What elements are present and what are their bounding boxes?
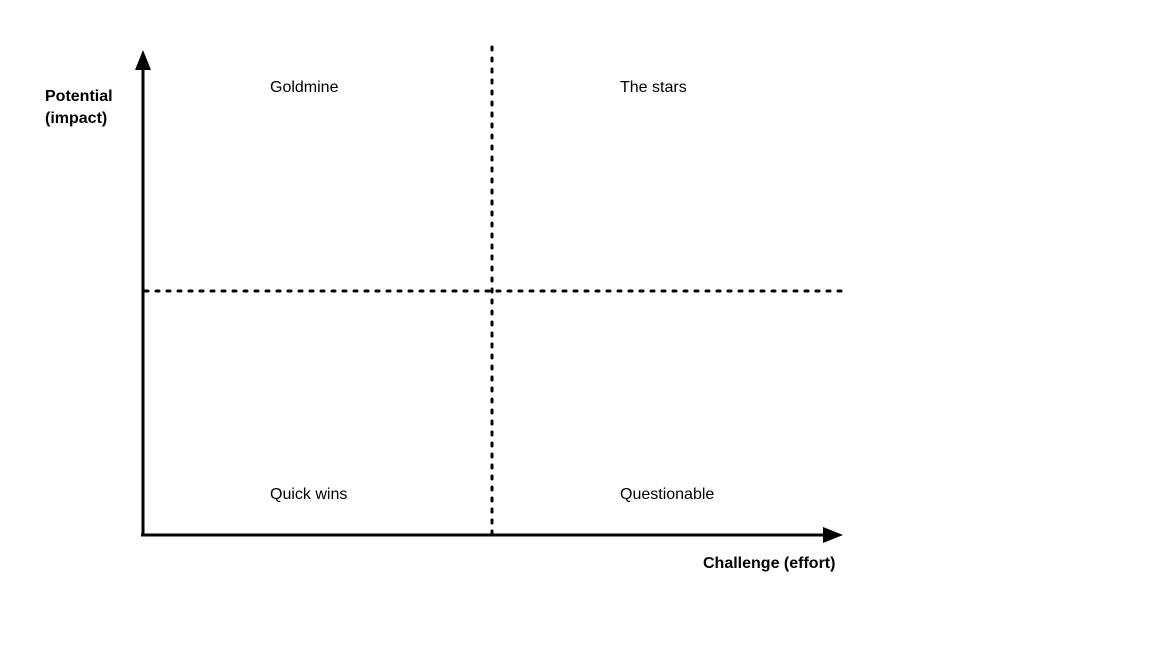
quadrant-label-goldmine: Goldmine (270, 79, 339, 96)
x-axis-label: Challenge (effort) (703, 555, 836, 572)
y-axis-arrowhead (135, 50, 151, 70)
quadrant-label-questionable: Questionable (620, 486, 715, 503)
quadrant-label-quick-wins: Quick wins (270, 486, 348, 503)
x-axis-arrowhead (823, 527, 843, 543)
y-axis-label: Potential (impact) (45, 86, 113, 130)
quadrant-label-the-stars: The stars (620, 79, 687, 96)
y-axis-label-line2: (impact) (45, 110, 108, 127)
y-axis-label-line1: Potential (45, 88, 113, 105)
